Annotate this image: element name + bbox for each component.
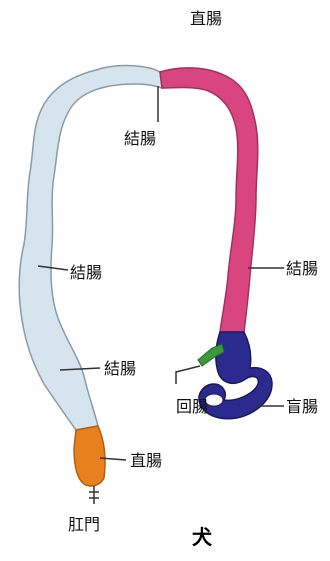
label-ileum: 回腸 — [176, 397, 208, 416]
colon-right — [160, 68, 258, 332]
anus-marker — [89, 486, 99, 504]
label-cecum: 盲腸 — [286, 397, 318, 416]
leader-ileum — [176, 366, 200, 384]
rectum-shape — [74, 426, 105, 486]
label-colon-left: 結腸 — [70, 263, 102, 282]
label-colon-top: 結腸 — [124, 129, 156, 148]
label-colon-right: 結腸 — [286, 259, 318, 278]
label-colon-lower-left: 結腸 — [104, 359, 136, 378]
colon-loop — [19, 66, 162, 430]
label-anus: 肛門 — [68, 515, 100, 534]
label-top: 直腸 — [190, 9, 222, 28]
label-species: 犬 — [192, 525, 213, 549]
label-rectum-bottom: 直腸 — [130, 451, 162, 470]
